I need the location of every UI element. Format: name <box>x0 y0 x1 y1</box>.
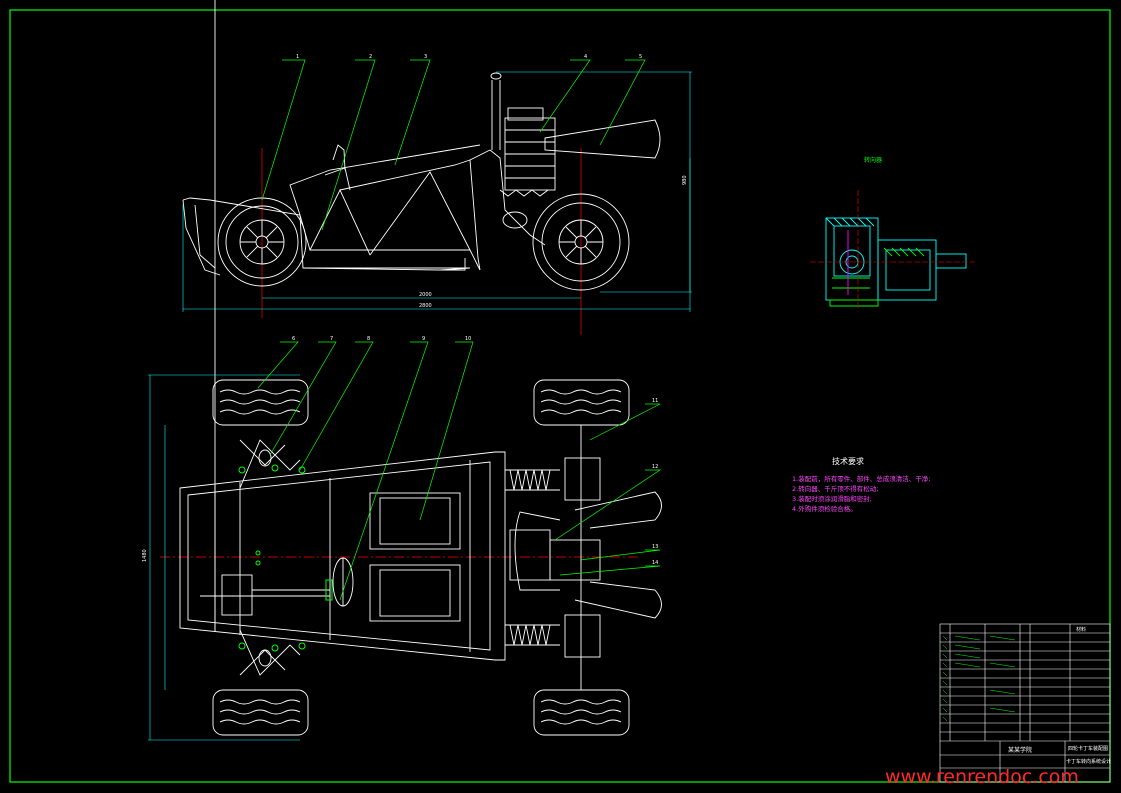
side-balloon-4: 4 <box>584 54 587 60</box>
side-balloon-3: 3 <box>424 54 427 60</box>
dim-overall-width: 1480 <box>142 549 148 562</box>
note-2: 2.转向器、千斤顶不得有松动; <box>792 485 879 493</box>
title-block-material: 材料 <box>1076 627 1087 633</box>
plan-view <box>160 0 662 736</box>
plan-view-leaders <box>257 341 662 601</box>
plan-balloon-9: 9 <box>422 336 425 342</box>
section-title: 转向器 <box>864 156 882 164</box>
side-balloon-2: 2 <box>369 54 372 60</box>
plan-view-dimensions <box>148 374 300 741</box>
title-block-hatching <box>942 635 1016 722</box>
dim-overall-length: 2800 <box>419 303 432 309</box>
side-balloon-5: 5 <box>639 54 642 60</box>
title-block-school: 某某学院 <box>1008 747 1033 754</box>
plan-balloon-14: 14 <box>652 560 658 566</box>
plan-balloon-12: 12 <box>652 464 658 470</box>
plan-balloon-7: 7 <box>330 336 333 342</box>
dim-wheelbase: 2000 <box>419 292 432 298</box>
steering-gear-section <box>810 190 975 310</box>
technical-notes: 1.装配前，所有零件、部件、总成须清洁、干净; 2.转向器、千斤顶不得有松动; … <box>792 474 930 514</box>
plan-balloon-10: 10 <box>465 336 471 342</box>
plan-hub-details <box>238 464 333 652</box>
dim-overall-height: 980 <box>682 175 688 185</box>
plan-balloon-6: 6 <box>292 336 295 342</box>
note-1: 1.装配前，所有零件、部件、总成须清洁、干净; <box>792 475 931 483</box>
title-block <box>939 623 1111 783</box>
plan-balloon-8: 8 <box>367 336 370 342</box>
plan-balloon-13: 13 <box>652 544 658 550</box>
notes-title: 技术要求 <box>832 457 864 466</box>
title-block-subtitle: 卡丁车转向系统设计 <box>1066 759 1112 765</box>
sheet-border <box>9 9 1111 783</box>
note-4: 4.外购件须检验合格。 <box>792 505 857 513</box>
title-block-drawing-name: 四轮卡丁车装配图 <box>1068 746 1109 752</box>
plan-balloon-11: 11 <box>652 398 658 404</box>
side-balloon-1: 1 <box>296 54 299 60</box>
side-view <box>182 72 661 335</box>
note-3: 3.装配时须涂润滑脂和密封; <box>792 495 872 503</box>
side-view-dimensions <box>182 71 692 312</box>
watermark: www.renrendoc.com <box>885 766 1079 788</box>
side-view-leaders <box>261 59 646 231</box>
